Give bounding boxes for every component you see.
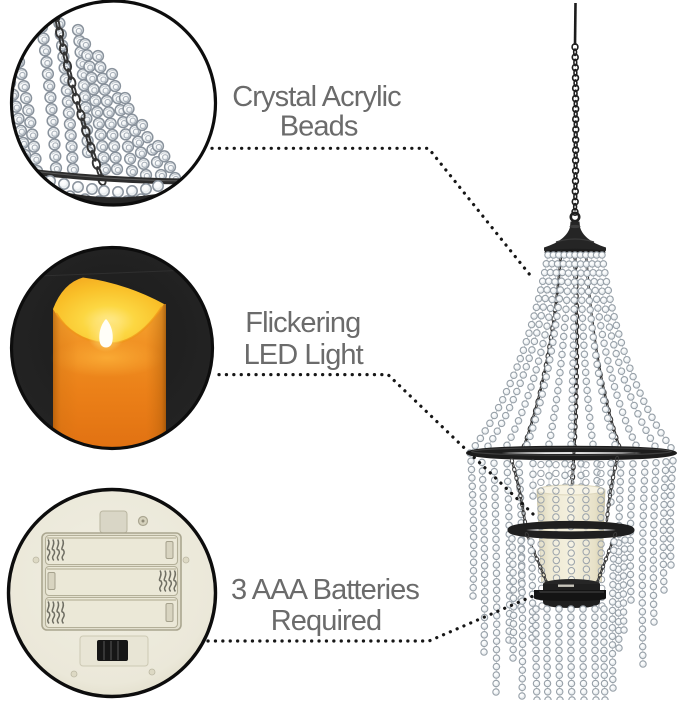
svg-text:Required: Required [271,605,382,637]
svg-text:Crystal Acrylic: Crystal Acrylic [232,81,401,113]
svg-text:Flickering: Flickering [245,307,360,339]
svg-text:LED Light: LED Light [244,339,364,371]
svg-text:3 AAA Batteries: 3 AAA Batteries [231,574,419,606]
svg-text:Beads: Beads [280,110,358,142]
